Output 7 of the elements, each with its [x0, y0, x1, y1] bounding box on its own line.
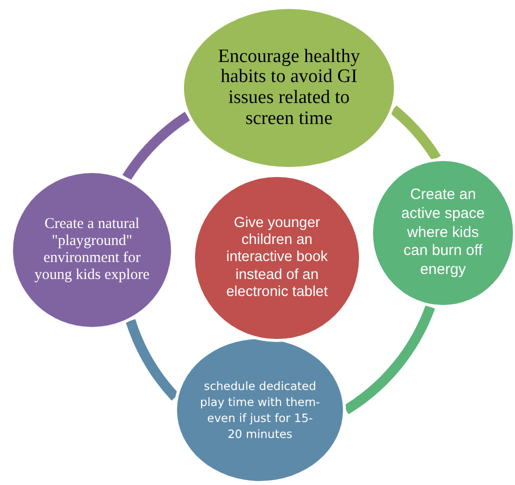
- node-text: Give younger children an interactive book instead of an electronic tablet: [225, 214, 329, 302]
- node-text: Encourage healthy habits to avoid GI issues related to screen time: [217, 46, 361, 130]
- connector-arc: [122, 112, 190, 180]
- connector-arc: [343, 304, 435, 414]
- node-text: Create an active space where kids can burn off energy: [400, 186, 486, 280]
- node-text: Create a natural "playground" environment for young kids explore: [34, 216, 150, 284]
- node-text: schedule dedicated play time with them- even if just for 15-20 minutes: [200, 378, 320, 442]
